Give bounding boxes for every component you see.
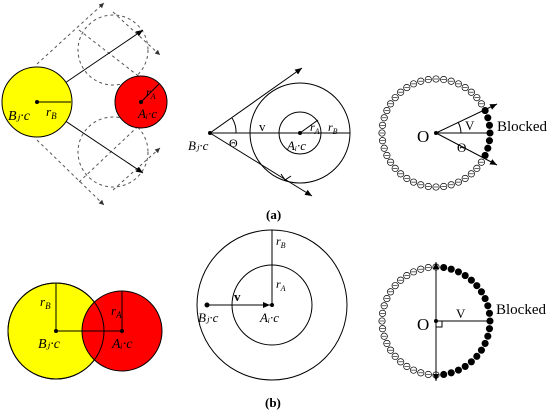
panel-a-collision-cone: Bⱼ·c Θ v rA rB Aᵢ·c [188, 67, 351, 197]
center-b-label: Bⱼ·c [8, 109, 31, 124]
ring-b-blocked-sample [447, 265, 455, 273]
angle-label: Θ [229, 136, 238, 150]
velocity-caps-label-b: V [456, 306, 466, 321]
ring-b-blocked-sample [473, 282, 481, 290]
panel-b-overlap-diagram: rB rA Bⱼ·c Aᵢ·c [7, 282, 163, 380]
panel-a-swept-diagram: Bⱼ·c rB rA Aᵢ·c [1, 2, 168, 206]
ring-b-blocked-sample [454, 268, 462, 276]
swept-circle-lower [77, 116, 149, 188]
center-a-label-b: Aᵢ·c [111, 337, 133, 352]
ring-b-blocked-sample [454, 366, 462, 374]
ring-a-blocked-sample [484, 144, 492, 152]
panel-b-label: (b) [265, 395, 281, 410]
center-ai-label: Aᵢ·c [286, 138, 306, 153]
ring-a-blocked-sample [485, 137, 494, 145]
theta-label: Θ [457, 140, 466, 155]
cone-upper-edge [209, 67, 303, 134]
ring-a-blocked-sample [484, 114, 492, 122]
center-b-label-b: Bⱼ·c [38, 337, 61, 352]
radius-b-label-mid-b: rB [276, 234, 286, 250]
panel-a-label: (a) [266, 207, 281, 222]
ring-b-blocked-sample [481, 339, 489, 347]
radius-a-small-line [299, 119, 319, 134]
ring-b-blocked-sample [484, 332, 492, 340]
center-ai-dot-b [270, 303, 274, 307]
ring-b-blocked-sample [477, 346, 485, 354]
center-bj-dot-b [204, 302, 210, 308]
blocked-cone-lower [435, 132, 498, 166]
ring-b-blocked-sample [467, 276, 475, 284]
ring-b-blocked-sample [467, 358, 475, 366]
center-a-label: Aᵢ·c [137, 106, 157, 121]
velocity-ring-b [378, 263, 494, 379]
radius-a-line [140, 83, 160, 103]
cone-lower-edge [209, 132, 313, 197]
center-b-dot [35, 100, 39, 104]
radius-a-label: rA [146, 85, 156, 101]
radius-a-label-b: rA [111, 303, 122, 320]
ring-b-blocked-sample [477, 288, 485, 296]
theta-arc [457, 121, 462, 134]
center-ai-dot [298, 131, 302, 135]
panel-b-inside-circle: rB rA v Bⱼ·c Aᵢ·c [196, 229, 348, 381]
ring-b-blocked-sample [461, 362, 469, 370]
angle-arc [231, 117, 237, 134]
blocked-cone-upper [435, 103, 498, 134]
panel-a-velocity-space: O V Θ Blocked [378, 75, 547, 191]
radius-a-label-mid: rA [310, 120, 320, 136]
ring-a-blocked-sample [485, 121, 494, 129]
radius-b-label-mid: rB [328, 120, 338, 136]
origin-label-b: O [417, 315, 429, 334]
panel-b-velocity-space: O V Blocked [378, 262, 546, 381]
velocity-label-b: v [234, 289, 241, 304]
ring-b-blocked-sample [473, 352, 481, 360]
center-ai-label-mid-b: Aᵢ·c [259, 310, 279, 325]
ring-b-blocked-sample [485, 325, 494, 333]
ring-b-blocked-sample [440, 370, 448, 379]
ring-b-blocked-sample [461, 272, 469, 280]
radius-a-label-mid-b: rA [276, 277, 286, 293]
ring-b-blocked-sample [481, 295, 489, 303]
ring-b-blocked-sample [440, 263, 448, 272]
ring-b-blocked-sample [485, 309, 494, 317]
center-b-dot-b [54, 329, 58, 333]
blocked-label-b: Blocked [496, 302, 546, 318]
right-angle-mark [280, 173, 292, 181]
radius-b-label: rB [46, 104, 57, 121]
velocity-caps-label-a: V [465, 118, 475, 133]
origin-dot-b [434, 319, 438, 323]
swept-circle-upper [77, 14, 149, 86]
origin-dot-a [434, 131, 438, 135]
radius-b-label-b: rB [40, 294, 51, 311]
velocity-label: v [259, 119, 266, 134]
ring-b-blocked-sample [484, 302, 492, 310]
center-bj-label: Bⱼ·c [188, 138, 209, 153]
center-bj-dot [208, 131, 212, 135]
right-angle-box-b [435, 320, 443, 328]
center-a-dot [139, 100, 143, 104]
ring-b-blocked-sample [447, 369, 455, 377]
ring-b-blocked-sample [486, 317, 494, 325]
origin-label-a: O [417, 127, 429, 146]
center-a-dot-b [120, 329, 124, 333]
velocity-ring-a [378, 75, 494, 191]
blocked-label-a: Blocked [497, 119, 547, 135]
center-bj-label-mid-b: Bⱼ·c [198, 310, 219, 325]
